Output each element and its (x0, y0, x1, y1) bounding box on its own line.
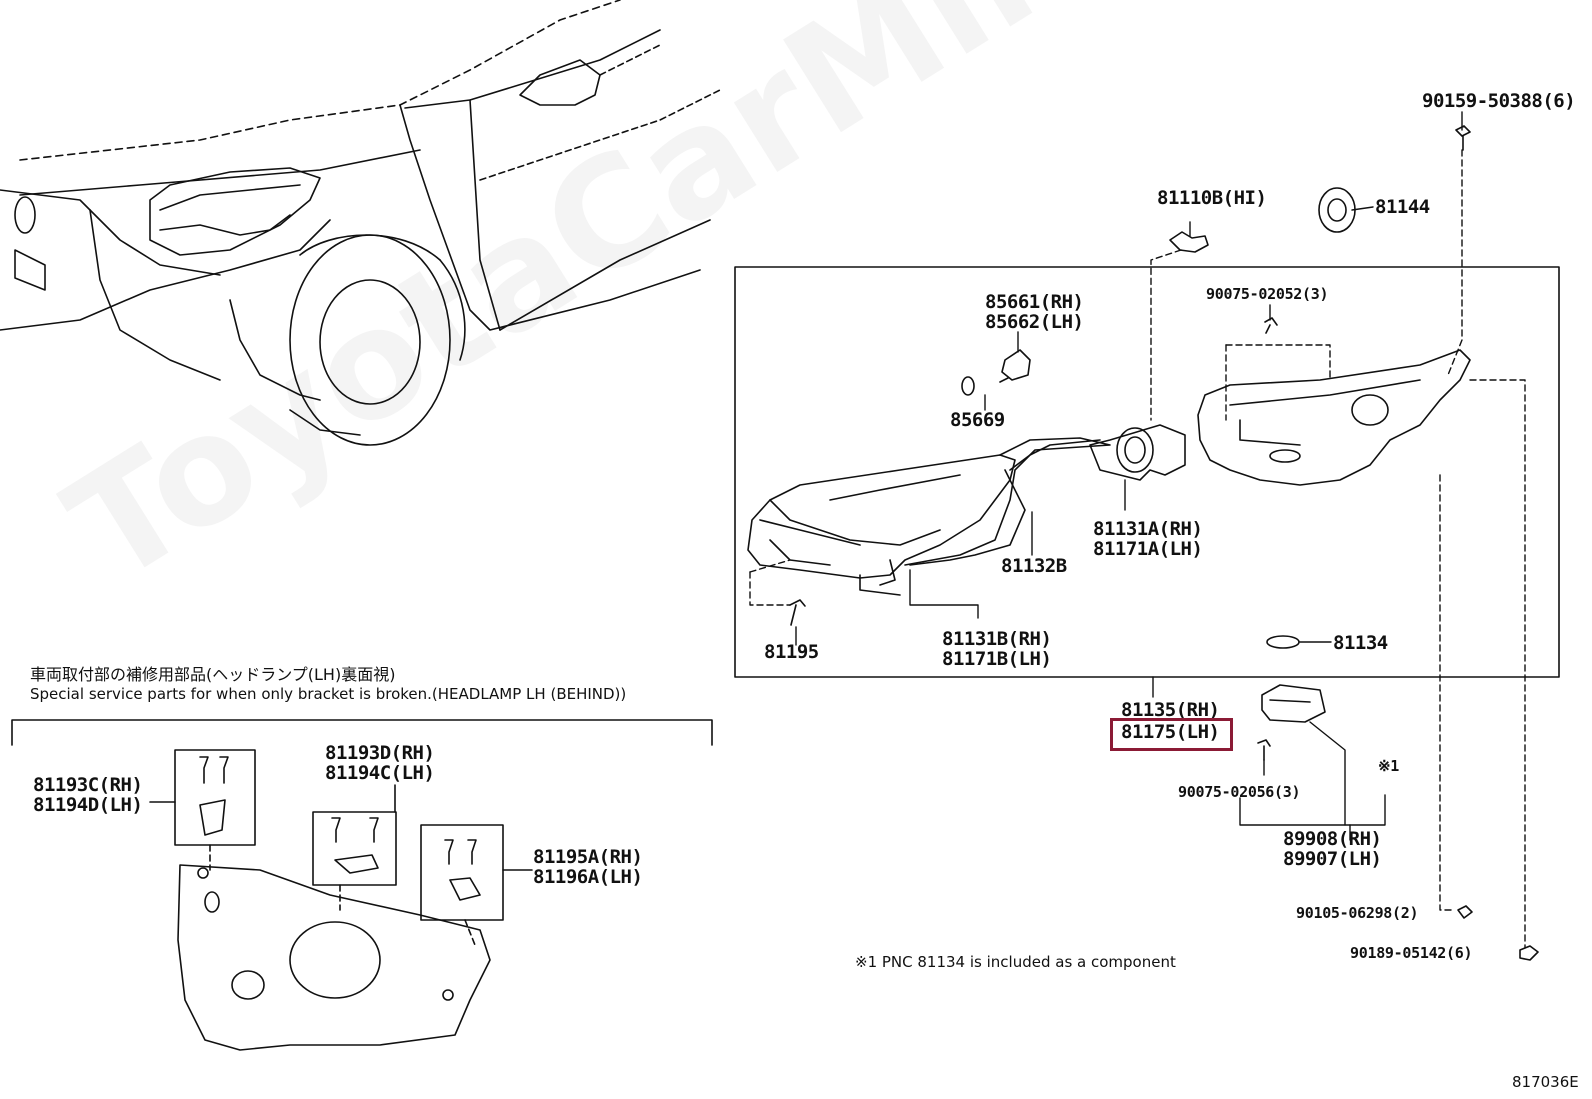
bracket-85661 (999, 349, 1031, 383)
label-81131a[interactable]: 81131A(RH) (1093, 518, 1203, 540)
bulb-81110b (1169, 231, 1209, 253)
label-81194d[interactable]: 81194D(LH) (33, 794, 143, 816)
label-81131b[interactable]: 81131B(RH) (942, 628, 1052, 650)
label-90189[interactable]: 90189-05142(6) (1350, 944, 1473, 962)
label-90075-02052[interactable]: 90075-02052(3) (1206, 285, 1329, 303)
highlight-box (1110, 718, 1233, 751)
bracket-section (11, 719, 713, 1051)
cap-81144 (1318, 187, 1356, 233)
label-81196a[interactable]: 81196A(LH) (533, 866, 643, 888)
section-title-en: Special service parts for when only brac… (30, 685, 627, 703)
label-89908[interactable]: 89908(RH) (1283, 828, 1382, 850)
screw-81195 (789, 599, 806, 626)
label-90105[interactable]: 90105-06298(2) (1296, 904, 1419, 922)
section-title-jp: 車両取付部の補修用部品(ヘッドランプ(LH)裏面視) (30, 665, 396, 684)
label-81171a[interactable]: 81171A(LH) (1093, 538, 1203, 560)
label-85669[interactable]: 85669 (950, 409, 1005, 431)
label-star1: ※1 (1378, 757, 1399, 775)
label-81193c[interactable]: 81193C(RH) (33, 774, 143, 796)
label-81110b[interactable]: 81110B(HI) (1157, 187, 1267, 209)
seal-gasket (904, 437, 1111, 566)
bolt-90159 (1455, 125, 1471, 151)
leader-lines (749, 111, 1526, 949)
label-81135[interactable]: 81135(RH) (1121, 699, 1220, 721)
label-81193d[interactable]: 81193D(RH) (325, 742, 435, 764)
label-85662[interactable]: 85662(LH) (985, 311, 1084, 333)
rear-housing (1197, 349, 1471, 486)
ballast-89908 (1261, 684, 1326, 723)
car-illustration (0, 0, 721, 446)
diagram-code: 817036E (1512, 1073, 1579, 1091)
label-90075-02056[interactable]: 90075-02056(3) (1178, 783, 1301, 801)
label-81132b[interactable]: 81132B (1001, 555, 1067, 577)
ring-85669 (961, 376, 975, 396)
nut-90189 (1519, 945, 1539, 961)
label-85661[interactable]: 85661(RH) (985, 291, 1084, 313)
headlamp-body (747, 439, 1101, 596)
label-81171b[interactable]: 81171B(LH) (942, 648, 1052, 670)
screw-90075-02056 (1257, 739, 1271, 761)
screw-90075-02052 (1264, 317, 1278, 334)
housing-81131a (1089, 424, 1186, 481)
assembly-box (734, 266, 1560, 678)
label-81195a[interactable]: 81195A(RH) (533, 846, 643, 868)
footnote: ※1 PNC 81134 is included as a component (855, 953, 1176, 971)
label-81194c[interactable]: 81194C(LH) (325, 762, 435, 784)
label-81144[interactable]: 81144 (1375, 196, 1430, 218)
gasket-81134 (1266, 635, 1300, 649)
label-81175[interactable]: 81175(LH) (1121, 721, 1220, 743)
label-89907[interactable]: 89907(LH) (1283, 848, 1382, 870)
label-81134[interactable]: 81134 (1333, 632, 1388, 654)
label-90159[interactable]: 90159-50388(6) (1422, 90, 1576, 112)
bolt-90105 (1457, 905, 1473, 919)
label-81195[interactable]: 81195 (764, 641, 819, 663)
